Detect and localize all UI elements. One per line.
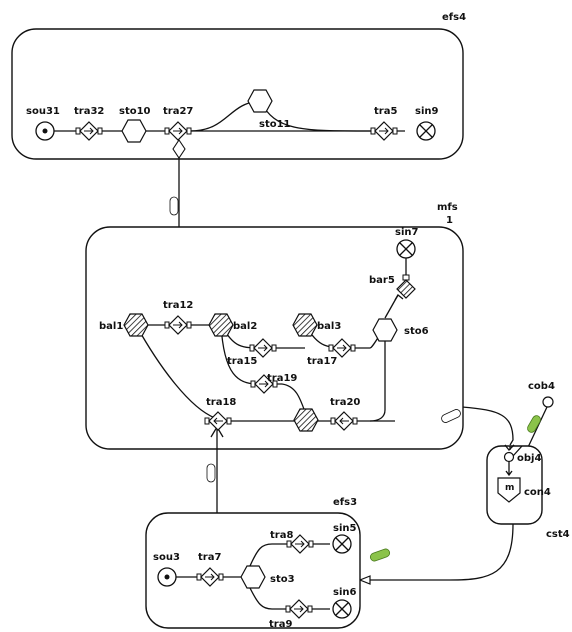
label-tra8: tra8 (270, 530, 293, 541)
container-efs4[interactable]: efs4 (11, 12, 466, 160)
label-con4: con4 (524, 487, 551, 498)
node-tra32[interactable]: tra32 (74, 106, 104, 141)
link-pill-cst4-cob4 (527, 415, 541, 433)
label-sto3: sto3 (270, 574, 295, 585)
label-tra20: tra20 (330, 397, 360, 408)
node-sto3[interactable]: sto3 (240, 565, 295, 589)
storage-icon (240, 565, 266, 589)
container-label-mfs-number: 1 (446, 215, 453, 226)
node-sin9[interactable]: sin9 (415, 106, 438, 141)
storage-icon (121, 119, 147, 143)
container-mfs[interactable]: mfs 1 (85, 202, 464, 450)
label-tra32: tra32 (74, 106, 104, 117)
node-obj4[interactable]: obj4 (503, 451, 542, 465)
node-tra5[interactable]: tra5 (370, 106, 398, 141)
connector-diamond-icon (172, 139, 186, 159)
label-tra17: tra17 (307, 356, 337, 367)
node-sto11[interactable]: sto11 (247, 89, 291, 130)
object-icon (503, 451, 515, 463)
label-tra5: tra5 (374, 106, 397, 117)
label-tra18: tra18 (206, 397, 236, 408)
node-sou31[interactable]: sou31 (26, 106, 60, 141)
node-con4[interactable]: m con4 (497, 477, 551, 503)
source-icon (35, 121, 55, 141)
label-sto10: sto10 (119, 106, 151, 117)
label-tra12: tra12 (163, 300, 193, 311)
barrier-icon (396, 279, 416, 299)
label-sin6: sin6 (333, 587, 356, 598)
node-tra20[interactable]: tra20 (330, 397, 360, 431)
controller-icon (497, 477, 521, 503)
node-bal3[interactable]: bal3 (292, 313, 341, 337)
label-sto6: sto6 (404, 326, 429, 337)
container-label-efs4: efs4 (442, 12, 466, 23)
label-sou31: sou31 (26, 106, 60, 117)
link-pill-efs3-mfs (206, 463, 216, 483)
link-pill-cst4-efs3 (369, 548, 391, 562)
label-sin7: sin7 (395, 227, 418, 238)
node-sto6[interactable]: sto6 (372, 318, 429, 342)
node-tra8[interactable]: tra8 (270, 530, 314, 554)
balance-icon (123, 313, 149, 337)
sink-icon (332, 534, 352, 554)
label-obj4: obj4 (517, 453, 541, 464)
node-tra19[interactable]: tra19 (250, 373, 297, 394)
container-label-efs3: efs3 (333, 497, 357, 508)
label-sto11: sto11 (259, 119, 291, 130)
balance-icon (292, 313, 318, 337)
node-sin6[interactable]: sin6 (332, 587, 356, 619)
node-sin5[interactable]: sin5 (332, 523, 356, 554)
node-bar5[interactable]: bar5 (369, 274, 416, 299)
label-sin9: sin9 (415, 106, 438, 117)
node-sto10[interactable]: sto10 (119, 106, 151, 143)
controller-letter: m (505, 483, 514, 493)
storage-icon (247, 89, 273, 113)
node-tra18[interactable]: tra18 (204, 397, 236, 431)
node-tra27[interactable]: tra27 (163, 106, 193, 159)
sink-icon (416, 121, 436, 141)
balance-icon (208, 313, 234, 337)
label-sin5: sin5 (333, 523, 356, 534)
sink-icon (332, 599, 352, 619)
link-pill-mfs-cst4 (441, 409, 461, 423)
label-tra19: tra19 (267, 373, 297, 384)
node-tra9[interactable]: tra9 (269, 599, 313, 630)
node-cob4[interactable]: cob4 (528, 381, 555, 392)
node-tra12[interactable]: tra12 (163, 300, 193, 335)
node-bal1[interactable]: bal1 (99, 313, 149, 337)
label-bar5: bar5 (369, 275, 395, 286)
container-label-mfs: mfs (437, 202, 458, 213)
label-tra15: tra15 (227, 356, 257, 367)
label-bal3: bal3 (317, 321, 341, 332)
container-label-cst4: cst4 (546, 529, 570, 540)
node-sin7[interactable]: sin7 (395, 227, 418, 259)
storage-icon (372, 318, 398, 342)
node-tra15[interactable]: tra15 (227, 338, 277, 367)
label-bal2: bal2 (233, 321, 257, 332)
balance-icon (293, 408, 319, 432)
label-bal1: bal1 (99, 321, 123, 332)
link-pill-efs4-mfs (169, 196, 179, 216)
label-sou3: sou3 (153, 552, 180, 563)
label-tra7: tra7 (198, 552, 221, 563)
label-tra9: tra9 (269, 619, 292, 630)
node-tra17[interactable]: tra17 (307, 338, 356, 367)
node-bal2[interactable]: bal2 (208, 313, 257, 337)
node-tra7[interactable]: tra7 (196, 552, 224, 587)
label-cob4: cob4 (528, 381, 555, 392)
sink-icon (396, 239, 416, 259)
node-bal4[interactable] (293, 408, 319, 432)
node-sou3[interactable]: sou3 (153, 552, 180, 587)
source-icon (157, 567, 177, 587)
label-tra27: tra27 (163, 106, 193, 117)
